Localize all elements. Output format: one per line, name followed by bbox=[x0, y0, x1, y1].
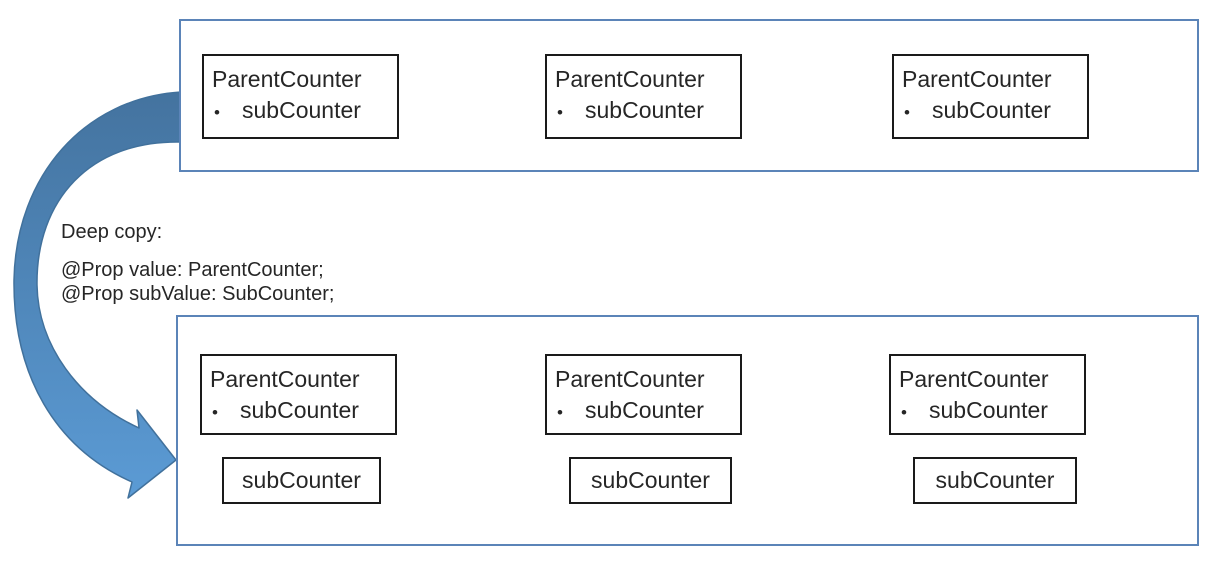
deep-copy-note: Deep copy: @Prop value: ParentCounter; @… bbox=[61, 220, 334, 306]
source-objects-container: ParentCounter • subCounter ParentCounter … bbox=[179, 19, 1199, 172]
sub-counter-member-label: subCounter bbox=[242, 97, 361, 123]
bullet-icon: • bbox=[557, 103, 563, 122]
sub-counter-member-label: subCounter bbox=[240, 397, 359, 423]
sub-counter-member-label: subCounter bbox=[585, 397, 704, 423]
member-line: • subCounter bbox=[899, 395, 1078, 428]
member-line: • subCounter bbox=[902, 95, 1081, 128]
parent-counter-label: ParentCounter bbox=[212, 66, 362, 92]
parent-counter-box: ParentCounter • subCounter bbox=[202, 54, 399, 139]
member-line: • subCounter bbox=[210, 395, 389, 428]
copied-objects-container: ParentCounter • subCounter subCounter Par… bbox=[176, 315, 1199, 546]
member-line: • subCounter bbox=[212, 95, 391, 128]
sub-counter-box: subCounter bbox=[569, 457, 732, 504]
sub-counter-member-label: subCounter bbox=[929, 397, 1048, 423]
prop-subvalue-code-line: @Prop subValue: SubCounter; bbox=[61, 283, 335, 305]
curved-deep-copy-arrow-icon bbox=[13, 91, 182, 499]
member-line: • subCounter bbox=[555, 395, 734, 428]
bullet-icon: • bbox=[904, 103, 910, 122]
bullet-icon: • bbox=[557, 403, 563, 422]
note-heading: Deep copy: bbox=[61, 221, 163, 243]
arrow-shape bbox=[13, 91, 182, 499]
member-line: • subCounter bbox=[555, 95, 734, 128]
bullet-icon: • bbox=[901, 403, 907, 422]
parent-counter-box: ParentCounter • subCounter bbox=[200, 354, 397, 435]
sub-counter-box: subCounter bbox=[913, 457, 1077, 504]
bullet-icon: • bbox=[214, 103, 220, 122]
parent-counter-box: ParentCounter • subCounter bbox=[545, 354, 742, 435]
parent-counter-label: ParentCounter bbox=[899, 366, 1049, 392]
parent-counter-label: ParentCounter bbox=[210, 366, 360, 392]
bullet-icon: • bbox=[212, 403, 218, 422]
parent-counter-label: ParentCounter bbox=[555, 66, 705, 92]
sub-counter-box: subCounter bbox=[222, 457, 381, 504]
sub-counter-member-label: subCounter bbox=[585, 97, 704, 123]
note-code-block: @Prop value: ParentCounter; @Prop subVal… bbox=[61, 258, 334, 306]
prop-value-code-line: @Prop value: ParentCounter; bbox=[61, 259, 324, 281]
sub-counter-member-label: subCounter bbox=[932, 97, 1051, 123]
parent-counter-label: ParentCounter bbox=[555, 366, 705, 392]
parent-counter-box: ParentCounter • subCounter bbox=[545, 54, 742, 139]
parent-counter-box: ParentCounter • subCounter bbox=[889, 354, 1086, 435]
parent-counter-box: ParentCounter • subCounter bbox=[892, 54, 1089, 139]
parent-counter-label: ParentCounter bbox=[902, 66, 1052, 92]
